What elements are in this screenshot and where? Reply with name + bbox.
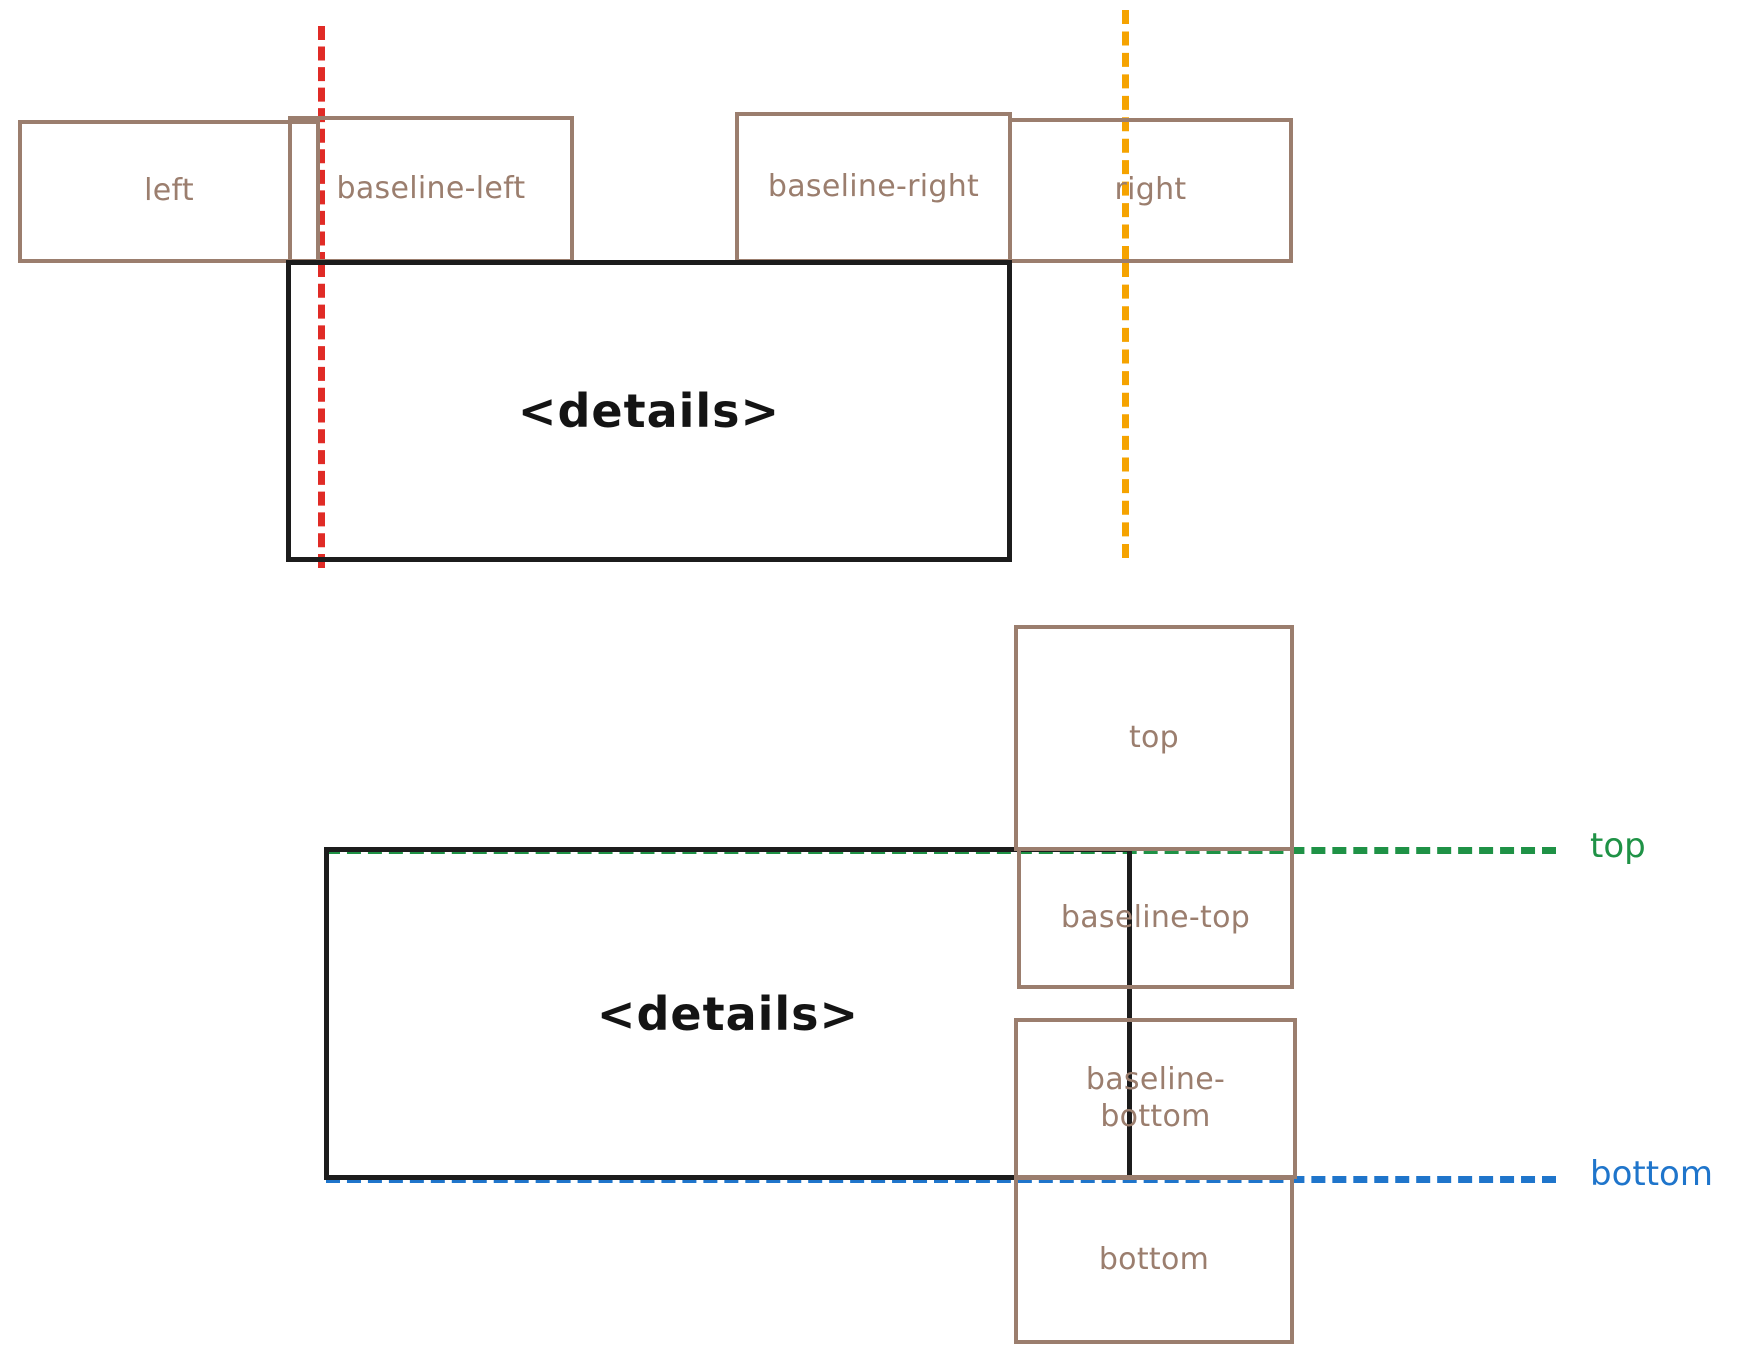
right-guide-line-orange: [1122, 10, 1129, 260]
anchor-box-baseline-bottom[interactable]: baseline- bottom: [1014, 1018, 1297, 1179]
anchor-box-top-label: top: [1128, 719, 1180, 755]
anchor-box-top[interactable]: top: [1014, 625, 1294, 851]
anchor-box-left[interactable]: left: [18, 120, 320, 263]
anchor-box-right-label: right: [1114, 172, 1187, 208]
details-box-horizontal[interactable]: <details>: [286, 260, 1012, 562]
anchor-box-right[interactable]: right: [1008, 118, 1293, 263]
left-guide-line-red-over-details: [318, 263, 325, 568]
anchor-box-baseline-left-label: baseline-left: [336, 171, 526, 207]
anchor-box-baseline-bottom-label: baseline- bottom: [1085, 1061, 1226, 1134]
anchor-box-left-label: left: [144, 173, 194, 209]
anchor-box-baseline-right[interactable]: baseline-right: [735, 112, 1012, 263]
anchor-box-baseline-top-label: baseline-top: [1060, 899, 1251, 935]
anchor-box-bottom[interactable]: bottom: [1014, 1176, 1294, 1344]
right-guide-line-orange-over-details: [1122, 263, 1129, 558]
anchor-box-baseline-right-label: baseline-right: [767, 169, 980, 205]
bottom-guide-label: bottom: [1590, 1154, 1713, 1194]
anchor-box-baseline-left[interactable]: baseline-left: [288, 116, 574, 263]
details-box-vertical-label: <details>: [596, 986, 860, 1041]
anchor-box-baseline-top[interactable]: baseline-top: [1017, 847, 1294, 989]
details-box-horizontal-label: <details>: [517, 384, 781, 438]
top-guide-label: top: [1590, 826, 1646, 866]
left-guide-line-red: [318, 26, 325, 266]
anchor-box-bottom-label: bottom: [1098, 1241, 1210, 1277]
details-box-vertical[interactable]: <details>: [324, 847, 1132, 1180]
